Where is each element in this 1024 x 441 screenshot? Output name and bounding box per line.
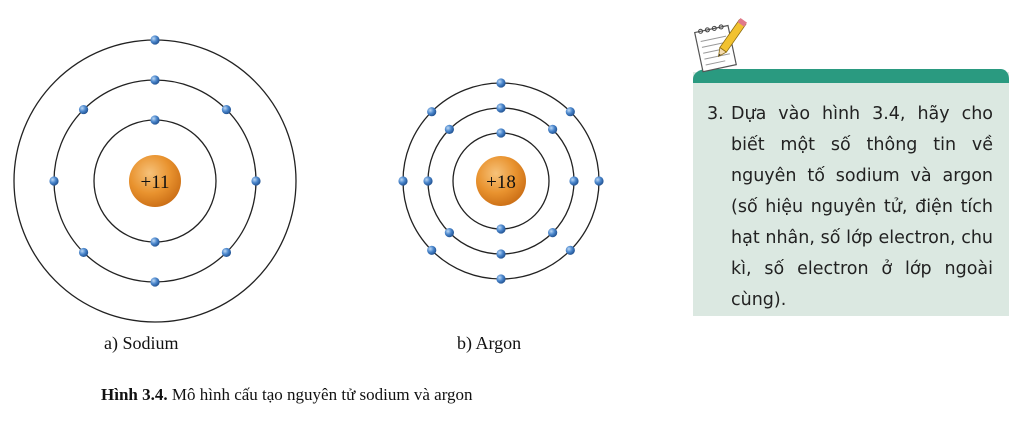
sodium-shell-2-electron [49, 176, 59, 186]
argon-shell-2-electron [496, 249, 506, 259]
argon-shell-3-electron [496, 78, 506, 88]
question-card [693, 72, 1009, 316]
argon-electrons [398, 78, 604, 284]
argon-atom-model: +18 [398, 78, 604, 284]
sodium-shell-2-electron [150, 277, 160, 287]
argon-caption: b) Argon [457, 333, 522, 353]
argon-shell-3-electron [398, 176, 408, 186]
argon-shell-1-electron [496, 128, 506, 138]
question-card-header-bar [693, 69, 1009, 83]
sodium-electrons [49, 35, 261, 287]
sodium-shell-3-electron [150, 35, 160, 45]
sodium-shell-2-electron [78, 247, 89, 258]
argon-shell-2-electron [569, 176, 579, 186]
sodium-shell-1-electron [150, 237, 160, 247]
sodium-shell-2-electron [78, 104, 89, 115]
question-number: 3. [707, 104, 724, 124]
argon-shell-3-electron [565, 245, 575, 255]
sodium-shell-2-electron [251, 176, 261, 186]
sodium-nucleus-charge: +11 [140, 172, 169, 193]
figure-caption: Hình 3.4. Mô hình cấu tạo nguyên tử sodi… [101, 385, 473, 405]
notepad-pencil-icon [693, 18, 748, 73]
sodium-shell-2-electron [221, 247, 232, 258]
figure-caption-number: Hình 3.4. [101, 385, 168, 404]
argon-nucleus-charge: +18 [486, 172, 516, 193]
sodium-nucleus [129, 155, 181, 207]
argon-shell-1-electron [496, 224, 506, 234]
sodium-shell-2-electron [221, 104, 232, 115]
argon-shell-2-electron [423, 176, 433, 186]
argon-shell-3-electron [496, 274, 506, 284]
argon-shell-3-electron [427, 107, 437, 117]
question-text: Dựa vào hình 3.4, hãy cho biết một số th… [731, 104, 993, 310]
argon-shell-3-electron [427, 245, 437, 255]
argon-shell-2-electron [548, 228, 558, 238]
argon-shell-2-electron [548, 124, 558, 134]
sodium-shell-2-electron [150, 75, 160, 85]
sodium-shell-1-electron [150, 115, 160, 125]
question-block: 3. Dựa vào hình 3.4, hãy cho biết một số… [707, 99, 993, 316]
argon-shell-2-electron [444, 228, 454, 238]
figure-caption-text: Mô hình cấu tạo nguyên tử sodium và argo… [167, 385, 473, 404]
argon-shell-2-electron [444, 124, 454, 134]
sodium-caption: a) Sodium [104, 333, 179, 353]
argon-shell-2-electron [496, 103, 506, 113]
sodium-atom-model: +11 [13, 35, 297, 323]
argon-shell-3-electron [594, 176, 604, 186]
argon-nucleus [476, 156, 526, 206]
argon-shell-3-electron [565, 107, 575, 117]
